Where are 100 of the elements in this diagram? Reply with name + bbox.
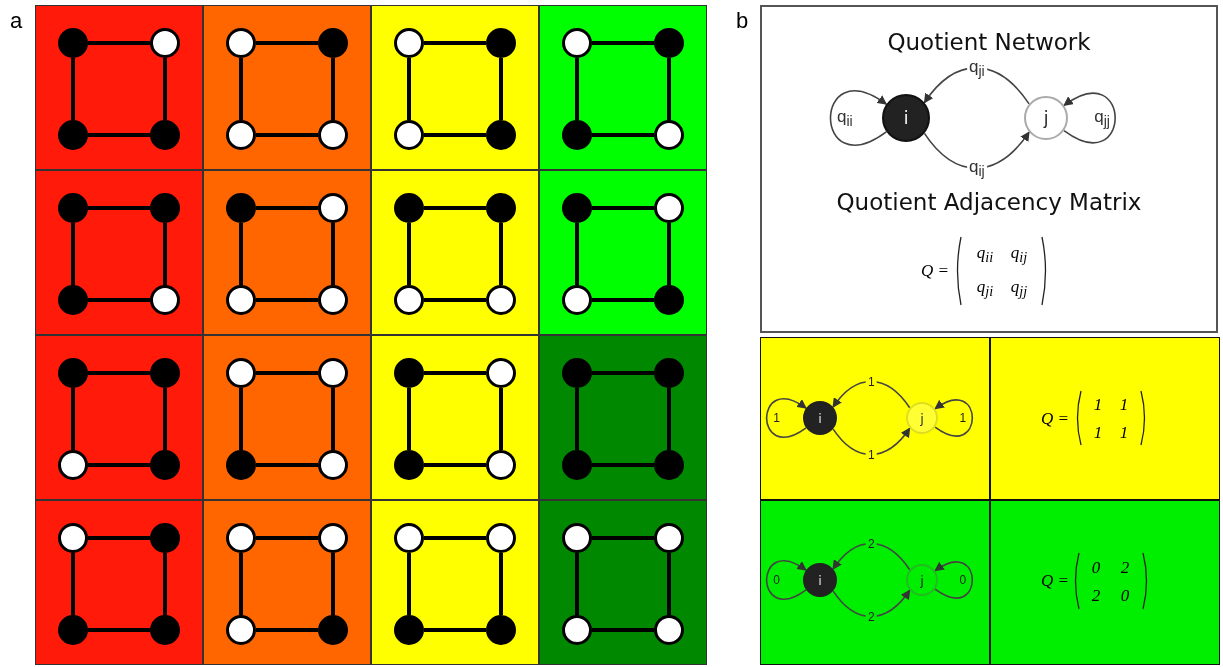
edge-line xyxy=(592,41,654,45)
edge-line xyxy=(592,536,654,540)
edge-label: 1 xyxy=(866,374,877,389)
matrix-entry: Q = xyxy=(921,261,949,279)
edge-line xyxy=(424,133,486,137)
edge-label: 1 xyxy=(771,411,782,425)
edge-line xyxy=(256,133,318,137)
edge-line xyxy=(239,553,243,615)
loop-arrow xyxy=(934,399,974,437)
edge-line xyxy=(499,388,503,450)
edge-line xyxy=(667,223,671,285)
matrix-entry: 1 xyxy=(1119,395,1129,413)
edge-line xyxy=(163,58,167,120)
matrix-entry: Q = xyxy=(1041,409,1069,427)
matrix-entry: q$_{ij}$ xyxy=(1010,243,1028,265)
edge-line xyxy=(592,371,654,375)
edge-line xyxy=(499,553,503,615)
edge-line xyxy=(239,58,243,120)
arrow xyxy=(832,380,911,409)
edge-line xyxy=(407,388,411,450)
matrix-entry: 2 xyxy=(1091,586,1101,604)
edge-line xyxy=(592,206,654,210)
edge-line xyxy=(256,298,318,302)
arrow xyxy=(832,542,911,571)
loop-arrow xyxy=(765,560,807,600)
edge-label: 2 xyxy=(866,536,877,551)
edge-line xyxy=(256,628,318,632)
edge-line xyxy=(667,553,671,615)
edge-line xyxy=(88,133,150,137)
edge-line xyxy=(88,463,150,467)
edge-line xyxy=(592,298,654,302)
edge-line xyxy=(163,553,167,615)
edge-line xyxy=(667,388,671,450)
edge-line xyxy=(71,223,75,285)
edge-line xyxy=(331,223,335,285)
edge-line xyxy=(424,371,486,375)
edge-line xyxy=(163,388,167,450)
edge-line xyxy=(575,553,579,615)
edge-line xyxy=(407,223,411,285)
matrix-entry: q$_{jj}$ xyxy=(1010,277,1028,299)
edge-line xyxy=(424,463,486,467)
loop-arrow xyxy=(934,561,974,599)
edge-line xyxy=(256,371,318,375)
edge-line xyxy=(424,41,486,45)
heading: Quotient Network xyxy=(886,29,1092,55)
edge-line xyxy=(331,553,335,615)
edge-line xyxy=(256,463,318,467)
matrix-entry: 2 xyxy=(1120,558,1130,576)
edge-line xyxy=(256,41,318,45)
arrow xyxy=(832,427,911,456)
edge-line xyxy=(499,223,503,285)
matrix-entry: Q = xyxy=(1041,571,1069,589)
matrix-entry: 0 xyxy=(1091,558,1101,576)
edge-label: 2 xyxy=(866,609,877,624)
matrix-entry: q$_{ii}$ xyxy=(976,243,994,265)
node-circle: j xyxy=(1024,96,1068,140)
edge-line xyxy=(575,58,579,120)
edge-line xyxy=(424,628,486,632)
edge-line xyxy=(88,628,150,632)
edge-line xyxy=(256,536,318,540)
edge-line xyxy=(163,223,167,285)
edge-line xyxy=(575,388,579,450)
edge-line xyxy=(71,553,75,615)
panel-box xyxy=(760,5,1218,333)
edge-line xyxy=(331,58,335,120)
arrow xyxy=(923,67,1030,105)
edge-line xyxy=(331,388,335,450)
matrix-entry: q$_{ji}$ xyxy=(976,277,994,299)
edge-line xyxy=(424,298,486,302)
edge-line xyxy=(424,206,486,210)
heading: Quotient Adjacency Matrix xyxy=(835,189,1143,215)
edge-line xyxy=(71,58,75,120)
matrix-entry: 0 xyxy=(1120,586,1130,604)
edge-label: 1 xyxy=(866,447,877,462)
matrix-entry: 1 xyxy=(1093,395,1103,413)
edge-line xyxy=(424,536,486,540)
arrow xyxy=(923,131,1030,169)
arrow xyxy=(832,589,911,618)
edge-line xyxy=(71,388,75,450)
edge-line xyxy=(667,58,671,120)
matrix-entry: 1 xyxy=(1093,423,1103,441)
loop-arrow xyxy=(1063,92,1116,144)
edge-line xyxy=(88,371,150,375)
edge-line xyxy=(239,388,243,450)
edge-line xyxy=(88,41,150,45)
panel-letter: a xyxy=(10,10,23,32)
edge-line xyxy=(239,223,243,285)
edge-line xyxy=(592,628,654,632)
edge-line xyxy=(499,58,503,120)
node-circle: i xyxy=(882,94,930,142)
edge-line xyxy=(592,463,654,467)
loop-arrow xyxy=(829,90,888,146)
edge-label: 1 xyxy=(957,411,969,425)
matrix-entry: 1 xyxy=(1119,423,1129,441)
edge-line xyxy=(592,133,654,137)
edge-line xyxy=(88,298,150,302)
panel-letter: b xyxy=(736,10,749,32)
edge-label: 0 xyxy=(771,573,782,587)
edge-label: 0 xyxy=(957,573,969,587)
edge-line xyxy=(88,206,150,210)
